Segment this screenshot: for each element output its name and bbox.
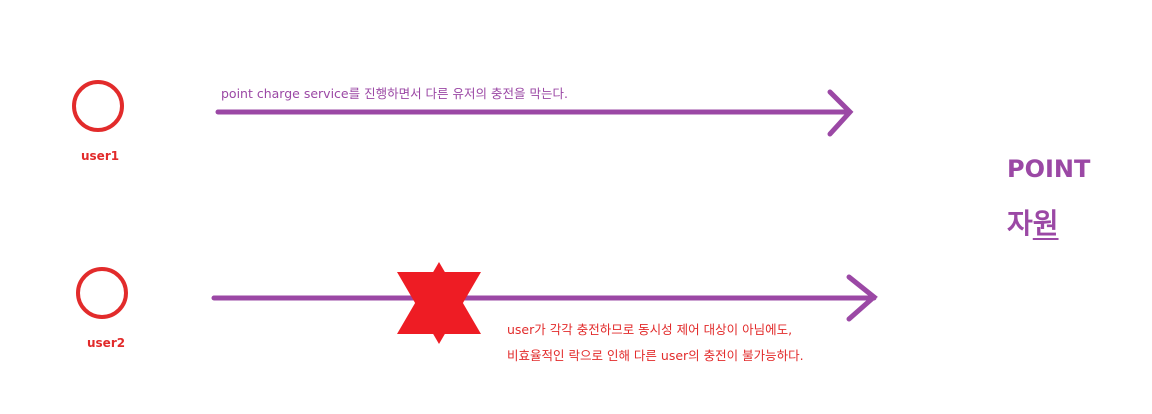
user1-circle-icon (72, 80, 124, 132)
conflict-caption-line1: user가 각각 충전하므로 동시성 제어 대상이 아님에도, (507, 322, 793, 337)
lane1-arrow (215, 89, 854, 137)
lane1-caption: point charge service를 진행하면서 다른 유저의 충전을 막… (221, 86, 568, 101)
user2-label: user2 (87, 336, 126, 350)
resource-subtitle: 자원 (1007, 202, 1059, 242)
resource-title: POINT (1007, 155, 1091, 183)
lane2-arrow (211, 274, 878, 322)
resource-subtitle-first: 자 (1007, 207, 1033, 240)
conflict-caption-line2: 비효율적인 락으로 인해 다른 user의 충전이 불가능하다. (507, 348, 804, 363)
conflict-star-icon (397, 262, 481, 344)
resource-subtitle-rest: 원 (1032, 207, 1059, 240)
user2-circle-icon (76, 267, 128, 319)
user1-label: user1 (81, 149, 120, 163)
